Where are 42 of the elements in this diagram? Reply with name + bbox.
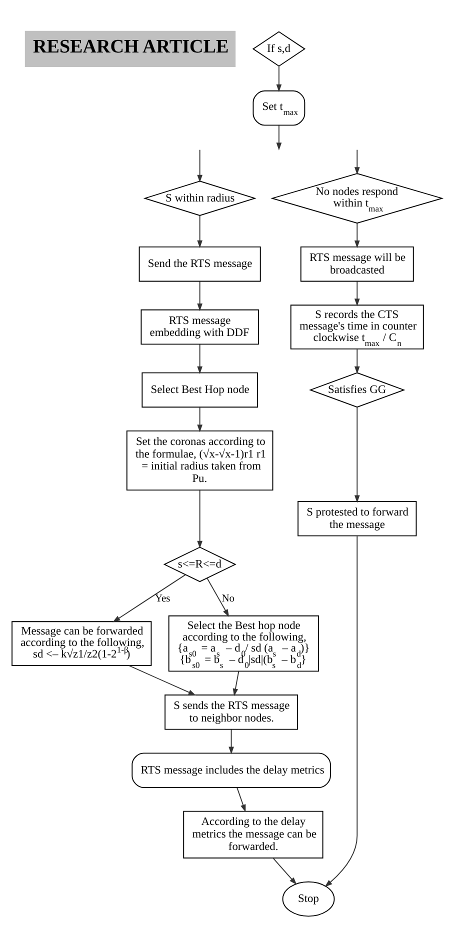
arrow <box>354 222 360 248</box>
node-box: Set the coronas according to the formulae, (√x-√x-1)r1 r1 = initial radius taken from Pu. <box>126 430 274 490</box>
node-box: According to the delay metrics the message can be forwarded. <box>183 810 324 858</box>
node-diamond: S within radius <box>143 180 256 216</box>
label: RESEARCH ARTICLE <box>33 36 229 58</box>
arrow <box>197 489 202 548</box>
node-box: S protested to forward the message <box>298 500 417 536</box>
arrow <box>272 857 297 884</box>
node-box: RTS message includes the delay metrics <box>132 752 331 788</box>
arrow <box>197 148 202 182</box>
arrow <box>206 577 230 616</box>
edge-label: Yes <box>155 592 170 604</box>
edge-label: No <box>222 592 235 604</box>
arrow <box>276 65 282 92</box>
node-box: Message can be forwarded according to the following, sd <– k√z1/z2(1-2$^{1-β}$) <box>12 620 152 666</box>
arrow <box>232 670 240 696</box>
node-diamond: s<=R<=d <box>163 546 236 582</box>
node-diamond: No nodes respond within t$_{max}$ <box>270 172 444 224</box>
node-box: RTS message embedding with DDF <box>140 308 259 344</box>
node-box: Send the RTS message <box>138 246 261 282</box>
arrow <box>128 664 196 695</box>
arrow <box>197 214 202 248</box>
arrow <box>236 786 246 812</box>
arrow <box>354 280 360 306</box>
node-box: S records the CTS message's time in counter clockwise t$_{max}$ / C$_{n}$ <box>290 304 424 349</box>
arrow <box>112 574 186 622</box>
arrow <box>228 728 234 754</box>
node-box: Set t$_{max}$ <box>252 90 306 126</box>
arrow <box>276 124 282 150</box>
node-box: RTS message will be broadcasted <box>300 246 414 282</box>
arrow <box>354 406 360 502</box>
arrow <box>197 406 202 432</box>
node-box: Select the Best hop node according to the following, {a$_{s0}$ = a$_{s}$ – d$_{0}$/ sd (a$_{s}$ – a$_{d}$)} {b$_{s0}$ = b$_{s}$ – d$_{0}$|sd|(b$_{s}$ – b$_{d}$} <box>168 614 319 672</box>
node-box: S sends the RTS message to neighbor nodes. <box>164 694 298 730</box>
arrow <box>324 535 358 887</box>
node-box: Select Best Hop node <box>142 372 258 408</box>
node-diamond: If s,d <box>252 30 306 66</box>
arrow <box>354 348 360 374</box>
arrow <box>197 343 202 374</box>
node-diamond: Satisfies GG <box>309 372 406 408</box>
arrow <box>354 148 360 174</box>
arrow <box>197 280 202 311</box>
